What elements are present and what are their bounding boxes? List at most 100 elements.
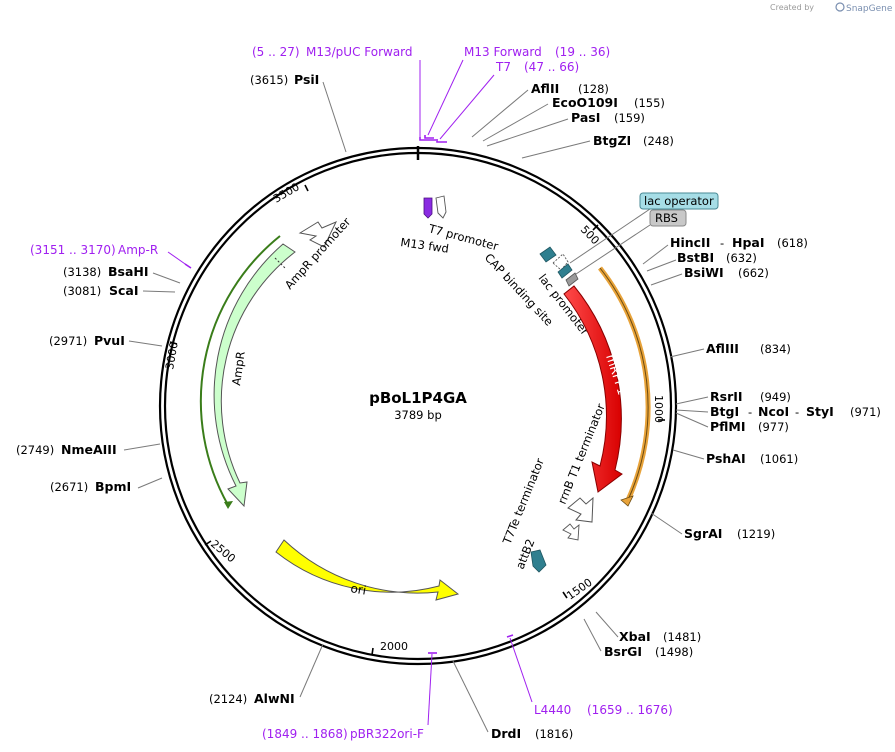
ori-label: ori [349, 581, 367, 597]
enzyme-bsahi[interactable]: BsaHI [108, 264, 149, 279]
primer-t7-label[interactable]: T7 [495, 60, 511, 74]
enzyme-psii[interactable]: PsiI [294, 72, 319, 87]
enzyme-hincii-pos: (618) [777, 236, 808, 250]
rbs-leader [572, 224, 651, 277]
lac-operator-label: lac operator [644, 194, 714, 208]
enzyme-psii-pos: (3615) [250, 73, 288, 87]
tick-label-2000: 2000 [380, 640, 408, 653]
ampr-promoter-arrow[interactable] [298, 221, 338, 248]
enzyme-pasi[interactable]: PasI [571, 110, 600, 125]
primer-pbr322-range: (1849 .. 1868) [262, 727, 348, 741]
enzyme-ncoi[interactable]: NcoI [758, 404, 789, 419]
enzyme-bsrgi[interactable]: BsrGI [604, 644, 642, 659]
attb2-marker[interactable] [530, 549, 547, 573]
ampr-label: AmpR [229, 350, 248, 386]
enzyme-ecoo109i[interactable]: EcoO109I [552, 95, 618, 110]
enzyme-btgi[interactable]: BtgI [710, 404, 739, 419]
enzyme-rsrii[interactable]: RsrII [710, 389, 743, 404]
primer-m13puc-label[interactable]: M13/pUC Forward [306, 45, 413, 59]
rbs-label: RBS [655, 211, 678, 225]
enzyme-sgrai[interactable]: SgrAI [684, 526, 722, 541]
enzyme-ecoo109i-pos: (155) [634, 96, 665, 110]
lac-promoter-arrow[interactable] [552, 253, 569, 271]
m13-fwd-arrow[interactable] [423, 197, 433, 219]
plasmid-name: pBoL1P4GA [369, 389, 467, 407]
enzyme-afliii[interactable]: AflIII [706, 341, 739, 356]
primer-pbr322-label[interactable]: pBR322ori-F [350, 727, 424, 741]
enzyme-hincii[interactable]: HincII [670, 235, 710, 250]
enzyme-bsrgi-pos: (1498) [655, 645, 693, 659]
ampr-outline-arrowhead [224, 501, 233, 509]
enzyme-hincii-sep: - [720, 236, 724, 250]
primer-ampr-range: (3151 .. 3170) [30, 243, 116, 257]
enzyme-btgzi[interactable]: BtgZI [593, 133, 631, 148]
cap-binding-site-marker[interactable] [539, 246, 557, 263]
t7-promoter-arrow[interactable] [435, 195, 447, 219]
enzyme-drdi[interactable]: DrdI [491, 726, 521, 741]
enzyme-btgi-pos: (971) [850, 405, 881, 419]
lac-operator-box[interactable] [639, 192, 719, 210]
watermark-prefix: Created by [770, 3, 814, 12]
enzyme-pflmi-pos: (977) [758, 420, 789, 434]
enzyme-alwni[interactable]: AlwNI [254, 691, 295, 706]
rrnb-terminator-arrow[interactable] [567, 496, 594, 523]
enzyme-xbai[interactable]: XbaI [619, 629, 651, 644]
rbs-marker[interactable] [565, 272, 579, 287]
enzyme-bpmi[interactable]: BpmI [95, 479, 131, 494]
mrfp1-outline-arrowhead [620, 495, 634, 507]
enzyme-btgzi-pos: (248) [643, 134, 674, 148]
enzyme-bsiwi-pos: (662) [738, 266, 769, 280]
enzyme-bstbi[interactable]: BstBI [677, 250, 714, 265]
ori-arrow[interactable] [275, 539, 460, 601]
enzyme-pshai[interactable]: PshAI [706, 451, 746, 466]
t7te-terminator-label: T7Te terminator [499, 456, 547, 547]
ampr-outline-arc [199, 235, 281, 506]
plasmid-size: 3789 bp [394, 408, 442, 422]
enzyme-scai-pos: (3081) [63, 284, 101, 298]
enzyme-afliii-pos: (834) [760, 342, 791, 356]
tick-label-1000: 1000 [652, 395, 665, 423]
snapgene-logo-icon [835, 2, 845, 12]
enzyme-pvui-pos: (2971) [49, 334, 87, 348]
mrfp1-outline-arc-core [599, 267, 649, 501]
enzyme-sgrai-pos: (1219) [737, 527, 775, 541]
watermark-brand: SnapGene [846, 4, 893, 14]
mrfp1-cds-arrow[interactable] [563, 285, 623, 493]
m13-fwd-label: M13 fwd [400, 235, 450, 256]
enzyme-pvui[interactable]: PvuI [94, 333, 125, 348]
enzyme-btgi-sep2: - [795, 405, 799, 419]
rbs-box[interactable] [649, 209, 687, 227]
primer-t7-range: (47 .. 66) [524, 60, 579, 74]
enzyme-hpai[interactable]: HpaI [732, 235, 765, 250]
tick-label-3000: 3000 [163, 341, 181, 371]
enzyme-alwni-pos: (2124) [209, 692, 247, 706]
primer-l4440-range: (1659 .. 1676) [587, 703, 673, 717]
enzyme-nmeaiii-pos: (2749) [16, 443, 54, 457]
lac-operator-marker[interactable] [557, 263, 573, 279]
enzyme-xbai-pos: (1481) [663, 630, 701, 644]
ampr-cds-arrow[interactable] [213, 243, 296, 508]
enzyme-bpmi-pos: (2671) [50, 480, 88, 494]
enzyme-styi[interactable]: StyI [806, 404, 834, 419]
enzyme-btgi-sep1: - [748, 405, 752, 419]
enzyme-aflii[interactable]: AflII [531, 81, 559, 96]
enzyme-pshai-pos: (1061) [760, 452, 798, 466]
enzyme-bsahi-pos: (3138) [63, 265, 101, 279]
enzyme-nmeaiii[interactable]: NmeAIII [61, 442, 117, 457]
enzyme-pflmi[interactable]: PflMI [710, 419, 746, 434]
primer-ampr-label[interactable]: Amp-R [118, 243, 158, 257]
enzyme-rsrii-pos: (949) [760, 390, 791, 404]
enzyme-bstbi-pos: (632) [726, 251, 757, 265]
primer-l4440-label[interactable]: L4440 [534, 703, 571, 717]
enzyme-leaders [123, 81, 709, 733]
primer-m13fwd-label[interactable]: M13 Forward [464, 45, 542, 59]
enzyme-scai[interactable]: ScaI [109, 283, 139, 298]
scale-tick-marks [169, 184, 665, 656]
enzyme-drdi-pos: (1816) [535, 727, 573, 741]
t7te-terminator-arrow[interactable] [562, 523, 580, 541]
enzyme-bsiwi[interactable]: BsiWI [684, 265, 724, 280]
primer-m13fwd-range: (19 .. 36) [555, 45, 610, 59]
primer-leaders [167, 59, 533, 726]
enzyme-pasi-pos: (159) [614, 111, 645, 125]
